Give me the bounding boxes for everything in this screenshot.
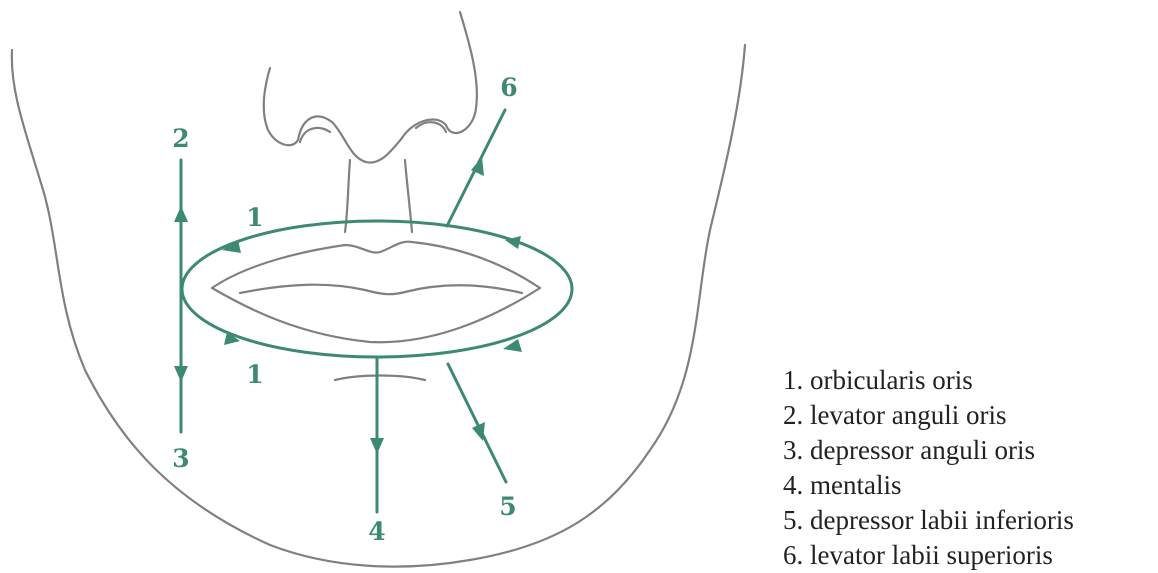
legend-item-mentalis: 4. mentalis [783,468,1074,503]
arrow-depressor-anguli-oris [174,366,188,382]
label-1-bottom: 1 [246,360,263,389]
arrow-mentalis [370,438,384,454]
face-outline-right [470,45,745,560]
nose-outline [264,12,477,163]
legend-item-orbicularis-oris: 1. orbicularis oris [783,363,1074,398]
lower-lip-outline [212,288,540,342]
arrow-levator-anguli-oris [174,206,188,222]
depressor-labii-inferioris-line [448,364,506,482]
legend-item-depressor-labii-inferioris: 5. depressor labii inferioris [783,503,1074,538]
legend-item-levator-anguli-oris: 2. levator anguli oris [783,398,1074,433]
muscle-legend: 1. orbicularis oris 2. levator anguli or… [783,363,1074,573]
label-1-top: 1 [246,203,263,232]
label-5: 5 [499,492,516,521]
lip-line [240,285,522,295]
face-outline-left [12,50,470,567]
label-6: 6 [500,73,517,102]
chin-crease [335,376,425,381]
number-labels: 1 1 2 3 4 5 6 [172,73,517,546]
label-4: 4 [368,517,385,546]
upper-lip-outline [212,242,540,288]
nostril-right [416,122,446,132]
label-3: 3 [172,444,189,473]
nostril-left [300,128,330,142]
legend-item-depressor-anguli-oris: 3. depressor anguli oris [783,433,1074,468]
label-2: 2 [172,124,189,153]
legend-item-levator-labii-superioris: 6. levator labii superioris [783,538,1074,573]
